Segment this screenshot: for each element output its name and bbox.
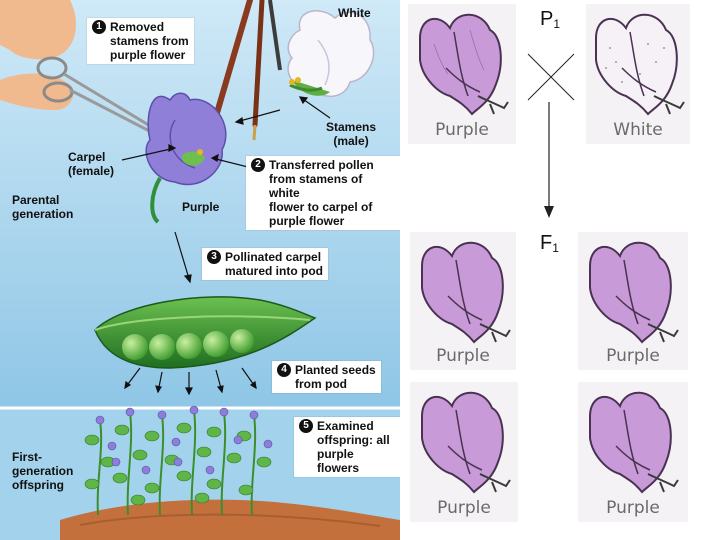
p1-subscript: 1 (553, 17, 561, 31)
first-generation-label: First- generation offspring (12, 450, 74, 492)
planting-arrows (124, 367, 257, 396)
flower-card-f1-1: Purple (410, 232, 516, 370)
card-label: Purple (436, 346, 490, 366)
flower-card-f1-2: Purple (578, 232, 688, 370)
step-5-number: 5 (299, 419, 313, 433)
step-5-callout: 5 Examined offspring: all purple flowers (294, 417, 400, 477)
purple-flower-icon (421, 391, 511, 494)
purple-flower-label: Purple (182, 200, 220, 214)
card-label: Purple (437, 498, 491, 518)
purple-flower-icon (421, 241, 511, 344)
f1-label: F1 (540, 232, 559, 255)
purple-flower-icon (589, 241, 679, 344)
step-4-number: 4 (277, 363, 291, 377)
pea-experiment-illustration: 1 Removed stamens from purple flower 2 T… (0, 0, 400, 540)
cross-icon-stroke-b (527, 53, 575, 101)
white-parent-flower (287, 10, 375, 97)
p1-label: P1 (540, 8, 560, 31)
flower-card-p1-purple: Purple (408, 4, 516, 144)
stamens-label: Stamens (male) (326, 120, 377, 148)
card-label: Purple (606, 346, 660, 366)
step-1-callout: 1 Removed stamens from purple flower (87, 18, 194, 64)
generation-arrow-head (544, 206, 554, 218)
step-5-text: Examined offspring: all purple flowers (317, 419, 390, 475)
purple-parent-flower (145, 92, 227, 224)
step-3-text: Pollinated carpel matured into pod (225, 250, 323, 278)
cross-icon-stroke-a (527, 53, 575, 101)
purple-flower-icon (419, 13, 509, 116)
flower-card-p1-white: White (586, 4, 690, 144)
f1-letter: F (540, 232, 553, 254)
card-label: Purple (606, 498, 660, 518)
purple-flower-icon (589, 391, 679, 494)
p1-letter: P (540, 8, 554, 30)
flower-card-f1-3: Purple (410, 382, 518, 522)
step-1-text: Removed stamens from purple flower (110, 20, 189, 62)
offspring-plants (84, 405, 273, 516)
step-2-text: Transferred pollen from stamens of white… (269, 158, 374, 228)
step-2-callout: 2 Transferred pollen from stamens of whi… (246, 156, 400, 230)
white-flower-label: White (338, 6, 371, 20)
white-flower-icon (595, 13, 685, 116)
step-1-number: 1 (92, 20, 106, 34)
step-2-number: 2 (251, 158, 265, 172)
step-3-number: 3 (207, 250, 221, 264)
parental-generation-label: Parental generation (12, 193, 74, 221)
card-label: White (613, 120, 663, 140)
step-4-text: Planted seeds from pod (295, 363, 376, 391)
card-label: Purple (435, 120, 489, 140)
flower-card-f1-4: Purple (578, 382, 688, 522)
soil (60, 499, 400, 540)
step-3-callout: 3 Pollinated carpel matured into pod (202, 248, 328, 280)
step-4-callout: 4 Planted seeds from pod (272, 361, 381, 393)
carpel-label: Carpel (female) (68, 150, 115, 178)
pea-pod (94, 296, 317, 369)
f1-subscript: 1 (552, 241, 559, 255)
